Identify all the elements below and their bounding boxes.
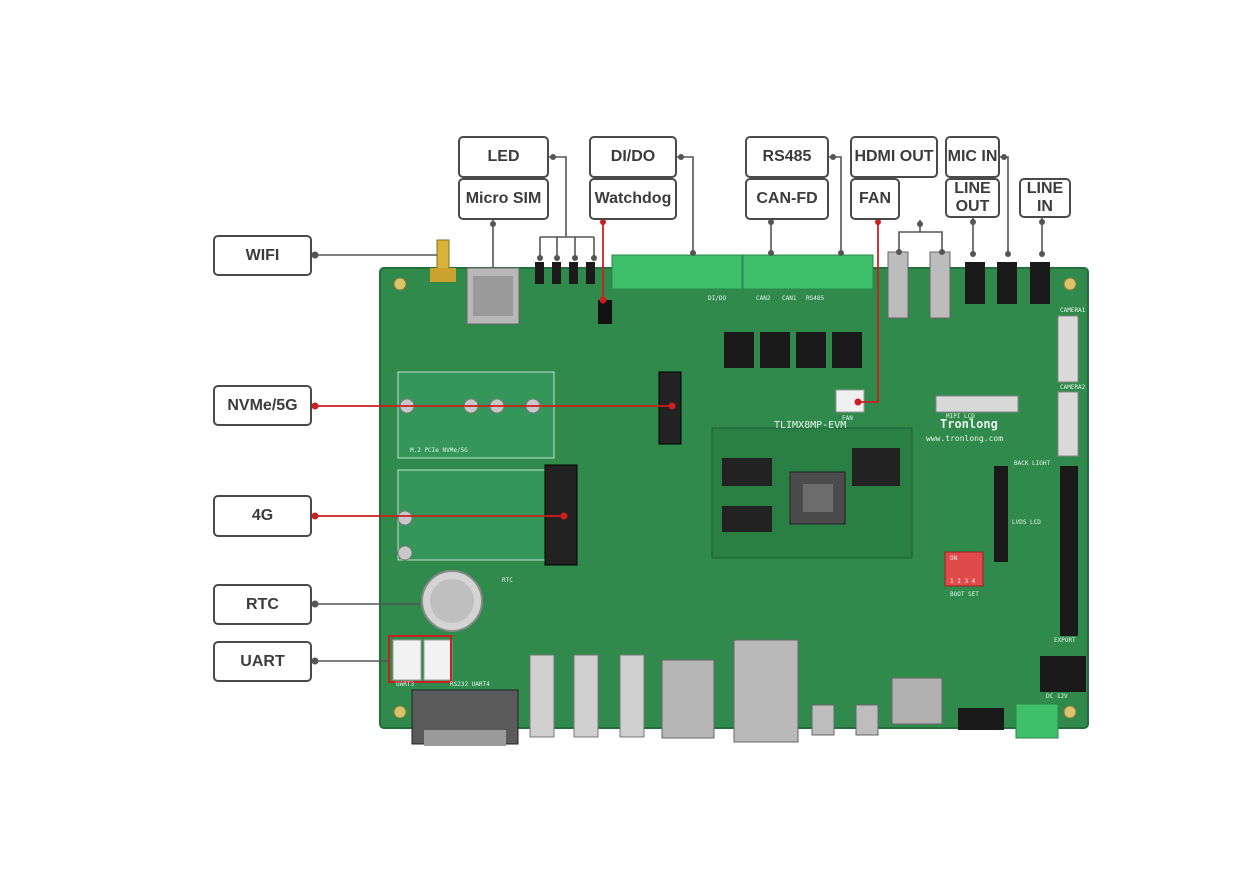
uart-highlight-box: [388, 635, 452, 683]
leader-dots-gray: [311, 154, 1045, 665]
silk-can2: CAN2: [756, 295, 771, 302]
audio-jack-line-in: [1030, 262, 1050, 304]
silk-website: www.tronlong.com: [926, 434, 1003, 443]
label-line-out: LINE OUT: [945, 178, 1000, 218]
label-nvme-5g: NVMe/5G: [213, 385, 312, 426]
relay-block: [796, 332, 826, 368]
usb-port-1: [529, 654, 555, 738]
silk-on: ON: [950, 555, 958, 562]
silk-back-light: BACK LIGHT: [1014, 460, 1051, 467]
audio-jack-line-out: [965, 262, 985, 304]
label-led: LED: [458, 136, 549, 178]
watchdog-jumper: [598, 300, 612, 324]
silk-camera1: CAMERA1: [1060, 307, 1086, 314]
dc-jack: [1040, 656, 1086, 692]
label-micro-sim: Micro SIM: [458, 178, 549, 220]
uart-header-2: [423, 639, 453, 681]
silk-lvds-lcd: LVDS LCD: [1012, 519, 1041, 526]
label-di-do: DI/DO: [589, 136, 677, 178]
camera-connector-1: [1057, 315, 1079, 383]
led-2: [552, 262, 561, 284]
micro-sd-slot: [891, 677, 943, 725]
silk-dc12v: DC 12V: [1046, 693, 1068, 700]
label-hdmi-out: HDMI OUT: [850, 136, 938, 178]
silk-uart3: UART3: [396, 681, 414, 688]
label-wifi: WIFI: [213, 235, 312, 276]
relay-block: [832, 332, 862, 368]
led-4: [586, 262, 595, 284]
can-rs485-terminal: [742, 254, 874, 290]
m2-slot-area: [397, 371, 555, 459]
silk-dip: 1 2 3 4: [950, 578, 976, 585]
hdmi-connector: [887, 251, 909, 319]
silk-rs485: RS485: [806, 295, 824, 302]
silk-fan: FAN: [842, 415, 853, 422]
usb-c-port-1: [811, 704, 835, 736]
label-watchdog: Watchdog: [589, 178, 677, 220]
mipi-lcd-connector: [935, 395, 1019, 413]
silk-rtc: RTC: [502, 577, 513, 584]
hdmi-connector-2: [929, 251, 951, 319]
label-line-in: LINE IN: [1019, 178, 1071, 218]
label-rtc: RTC: [213, 584, 312, 625]
ram-chip: [722, 458, 772, 486]
standoff: [397, 510, 413, 526]
leader-dots-red: [311, 219, 881, 520]
silk-rs232-uart4: RS232 UART4: [450, 681, 490, 688]
wifi-antenna-base: [430, 268, 456, 282]
pin-header-2: [994, 466, 1008, 562]
usb-port-3: [619, 654, 645, 738]
label-4g: 4G: [213, 495, 312, 537]
silk-di-do: DI/DO: [708, 295, 726, 302]
relay-block: [724, 332, 754, 368]
led-3: [569, 262, 578, 284]
audio-jack-mic-in: [997, 262, 1017, 304]
silk-model: TLIMX8MP-EVM: [774, 420, 846, 431]
silk-export: EXPORT: [1054, 637, 1076, 644]
silk-mipi-lcd: MIPI LCD: [946, 413, 975, 420]
mount-hole: [393, 277, 407, 291]
uart-header-1: [392, 639, 422, 681]
usb-port-2: [573, 654, 599, 738]
label-can-fd: CAN-FD: [745, 178, 829, 220]
label-mic-in: MIC IN: [945, 136, 1000, 178]
silk-brand: Tronlong: [940, 417, 998, 431]
m2-slot-area-2: [397, 469, 549, 561]
relay-block: [760, 332, 790, 368]
label-fan: FAN: [850, 178, 900, 220]
camera-connector-2: [1057, 391, 1079, 457]
power-terminal: [1015, 703, 1059, 739]
ethernet-port-2: [733, 639, 799, 743]
led-1: [535, 262, 544, 284]
usb-c-port-2: [855, 704, 879, 736]
ethernet-port-1: [661, 659, 715, 739]
silk-can1: CAN1: [782, 295, 797, 302]
silk-boot-set: BOOT SET: [950, 591, 979, 598]
leader-lines-red: [312, 220, 879, 517]
standoff: [397, 545, 413, 561]
silk-camera2: CAMERA2: [1060, 384, 1086, 391]
mount-hole: [1063, 705, 1077, 719]
power-switch: [958, 708, 1004, 730]
emmc-chip: [852, 448, 900, 486]
boot-dip-switch: [944, 551, 984, 587]
pin-header: [1060, 466, 1078, 636]
mount-hole: [393, 705, 407, 719]
ram-chip: [722, 506, 772, 532]
mount-hole: [1063, 277, 1077, 291]
label-uart: UART: [213, 641, 312, 682]
di-do-terminal: [611, 254, 743, 290]
fan-connector: [835, 389, 865, 413]
label-rs485: RS485: [745, 136, 829, 178]
silk-pcie: M.2 PCIe NVMe/5G: [410, 447, 468, 454]
